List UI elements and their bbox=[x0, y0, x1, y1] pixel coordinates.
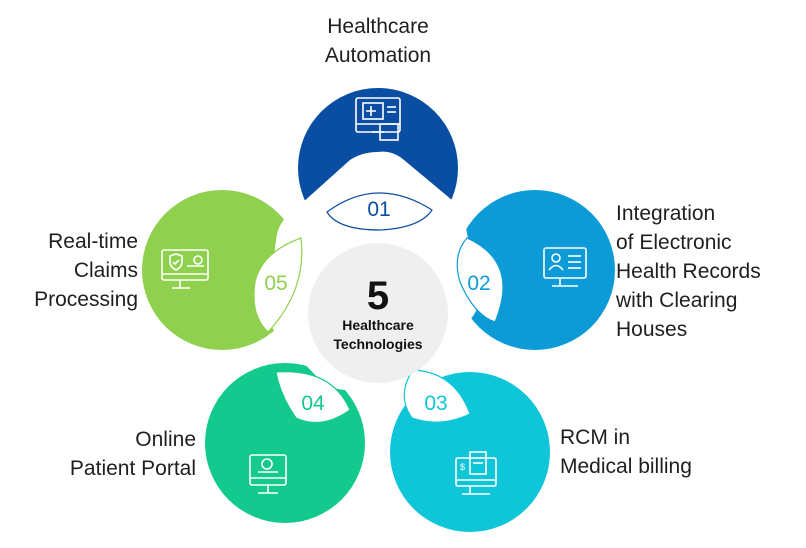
claims-monitor-icon bbox=[161, 249, 209, 289]
tab-04-shape bbox=[275, 371, 351, 424]
label-01-line-2: Automation bbox=[324, 44, 432, 67]
tab-03-shape bbox=[403, 369, 471, 423]
label-02-line-4: with Clearing bbox=[616, 289, 738, 312]
label-rcm-billing: RCM in Medical billing bbox=[560, 423, 760, 481]
label-02-line-2: of Electronic bbox=[616, 231, 732, 254]
label-ehr-integration: Integration of Electronic Health Records… bbox=[616, 199, 802, 344]
label-02-line-5: Houses bbox=[616, 318, 688, 341]
label-patient-portal: Online Patient Portal bbox=[20, 425, 196, 483]
ehr-profile-icon bbox=[543, 247, 587, 287]
center-number: 5 bbox=[367, 274, 389, 318]
label-05-line-3: Processing bbox=[34, 288, 138, 311]
tab-number-03: 03 bbox=[424, 392, 447, 415]
tab-number-02: 02 bbox=[467, 272, 490, 295]
label-03-line-1: RCM in bbox=[560, 426, 631, 449]
tab-01-shape bbox=[326, 192, 433, 231]
tab-number-04: 04 bbox=[301, 392, 325, 415]
label-01-line-1: Healthcare bbox=[327, 15, 429, 38]
label-05-line-1: Real-time bbox=[48, 230, 138, 253]
label-02-line-3: Health Records bbox=[616, 260, 761, 283]
label-04-line-1: Online bbox=[135, 428, 196, 451]
patient-portal-icon bbox=[249, 454, 287, 494]
label-05-line-2: Claims bbox=[73, 259, 138, 282]
billing-monitor-icon: $ bbox=[455, 451, 497, 495]
center-line-2: Technologies bbox=[333, 336, 422, 352]
label-03-line-2: Medical billing bbox=[560, 455, 692, 478]
tab-02-shape bbox=[456, 237, 504, 323]
tab-05-shape bbox=[253, 237, 303, 333]
tab-number-05: 05 bbox=[264, 272, 287, 295]
label-healthcare-automation: Healthcare Automation bbox=[288, 12, 468, 70]
center-disk bbox=[308, 243, 448, 383]
center-line-1: Healthcare bbox=[342, 317, 414, 333]
label-04-line-2: Patient Portal bbox=[69, 457, 196, 480]
tab-number-01: 01 bbox=[367, 198, 390, 221]
label-claims-processing: Real-time Claims Processing bbox=[10, 227, 138, 314]
medical-monitor-icon bbox=[355, 97, 401, 141]
svg-text:$: $ bbox=[460, 462, 465, 472]
label-02-line-1: Integration bbox=[616, 202, 716, 225]
